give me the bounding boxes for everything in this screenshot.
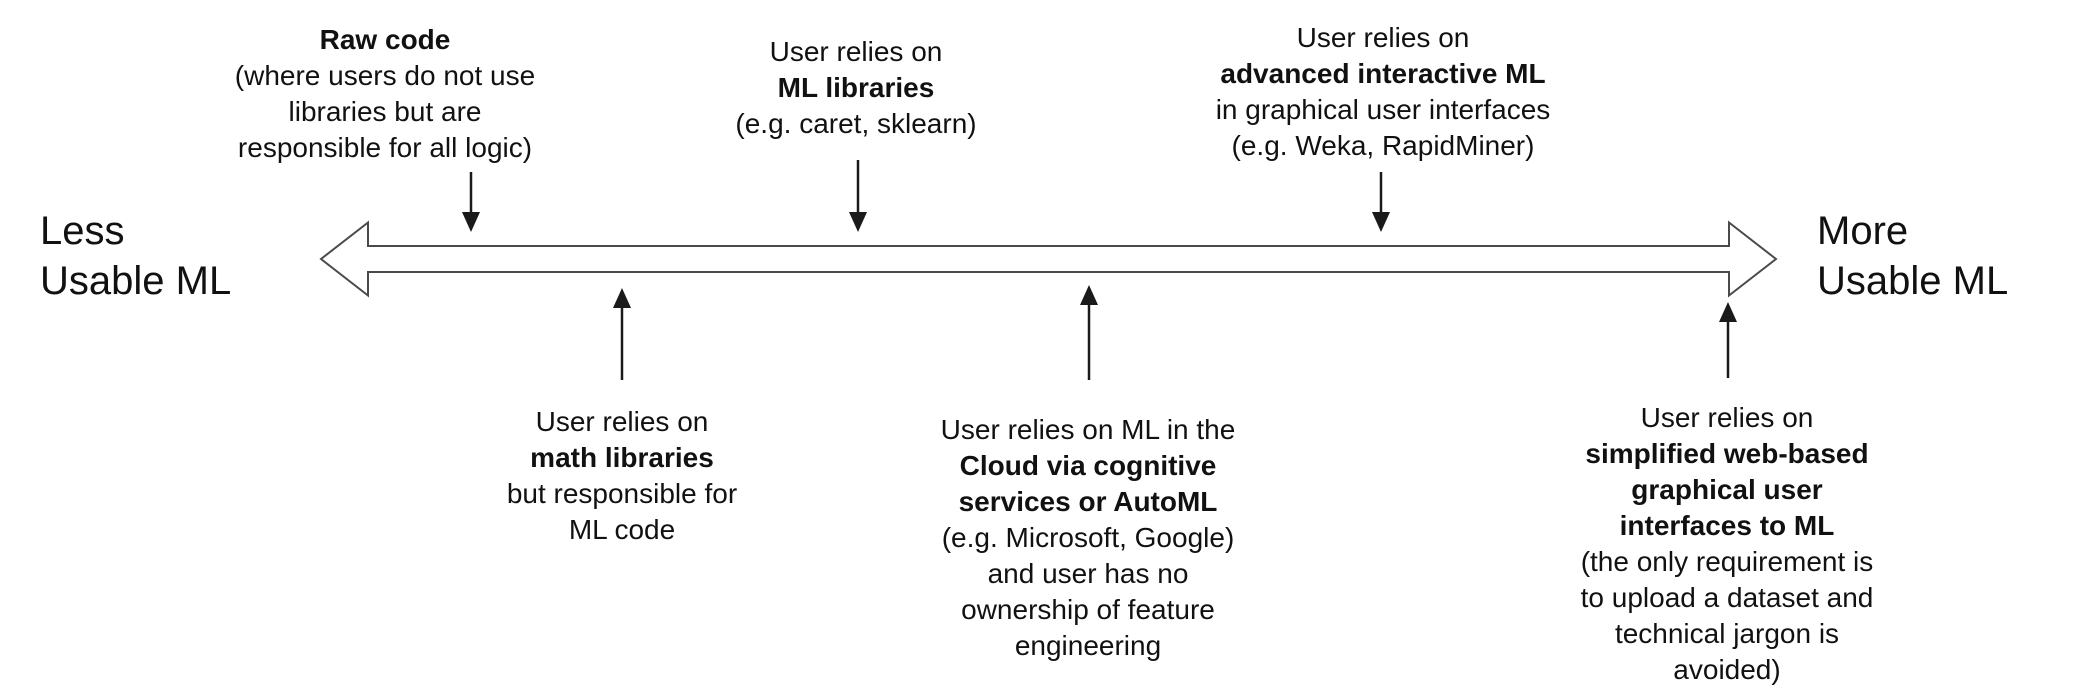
up-arrow-icon (613, 288, 631, 380)
annotation-line: interfaces to ML (1619, 510, 1835, 541)
annotation-line: User relies on (535, 406, 709, 437)
annotation-line: libraries but are (288, 96, 482, 127)
annotation-line: ML code (568, 514, 676, 545)
annotation-math-libraries: User relies on math libraries but responsi… (412, 404, 832, 548)
label-line: Usable ML (40, 259, 232, 303)
annotation-line: to upload a dataset and (1580, 582, 1874, 613)
label-line: Less (40, 209, 125, 253)
down-arrow-icon (849, 160, 867, 232)
annotation-line: and user has no (987, 558, 1189, 589)
annotation-line: ML libraries (777, 72, 935, 103)
annotation-line: technical jargon is (1614, 618, 1840, 649)
annotation-line: (e.g. caret, sklearn) (735, 108, 977, 139)
annotation-ml-libraries: User relies on ML libraries (e.g. caret, s… (646, 34, 1066, 142)
annotation-line: in graphical user interfaces (1215, 94, 1551, 125)
down-arrow-icon (1372, 172, 1390, 232)
annotation-line: User relies on (1640, 402, 1814, 433)
annotation-line: Raw code (319, 24, 451, 55)
annotation-line: services or AutoML (958, 486, 1218, 517)
annotation-line: engineering (1014, 630, 1162, 661)
annotation-simplified-web-gui: User relies on simplified web-based graphi… (1492, 400, 1962, 688)
annotation-line: ownership of feature (961, 594, 1215, 625)
down-arrow-icon (462, 172, 480, 232)
annotation-line: math libraries (530, 442, 714, 473)
label-line: Usable ML (1817, 259, 2009, 303)
up-arrow-icon (1080, 285, 1098, 380)
annotation-line: responsible for all logic) (237, 132, 533, 163)
double-headed-arrow (319, 220, 1778, 298)
annotation-line: User relies on (1296, 22, 1470, 53)
annotation-line: graphical user (1631, 474, 1823, 505)
annotation-line: but responsible for (506, 478, 738, 509)
annotation-line: (where users do not use (234, 60, 536, 91)
annotation-line: advanced interactive ML (1220, 58, 1546, 89)
annotation-raw-code: Raw code (where users do not use libraries… (165, 22, 605, 166)
annotation-line: User relies on ML in the (940, 414, 1236, 445)
annotation-line: (e.g. Weka, RapidMiner) (1231, 130, 1535, 161)
label-line: More (1817, 209, 1909, 253)
up-arrow-icon (1719, 302, 1737, 378)
more-usable-ml-label: More Usable ML (1817, 206, 2008, 306)
annotation-line: (the only requirement is (1580, 546, 1874, 577)
annotation-line: avoided) (1673, 654, 1781, 685)
less-usable-ml-label: Less Usable ML (40, 206, 231, 306)
annotation-line: User relies on (769, 36, 943, 67)
annotation-line: (e.g. Microsoft, Google) (941, 522, 1235, 553)
annotation-line: Cloud via cognitive (959, 450, 1217, 481)
annotation-advanced-interactive-ml: User relies on advanced interactive ML in … (1133, 20, 1633, 164)
annotation-line: simplified web-based (1585, 438, 1869, 469)
